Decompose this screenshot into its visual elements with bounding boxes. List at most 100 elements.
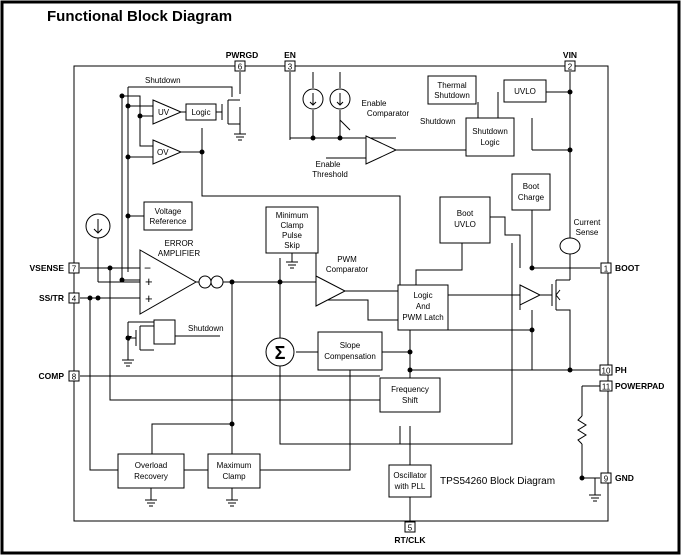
svg-text:Boot: Boot xyxy=(457,209,474,218)
svg-text:Shutdown: Shutdown xyxy=(188,324,224,333)
svg-text:ERROR: ERROR xyxy=(165,239,194,248)
diagram-title: Functional Block Diagram xyxy=(47,8,233,25)
svg-text:−: − xyxy=(144,261,151,275)
svg-text:+: + xyxy=(145,274,153,289)
svg-text:Minimum: Minimum xyxy=(276,211,309,220)
svg-text:Maximum: Maximum xyxy=(217,461,252,470)
pwm-comparator: PWM Comparator xyxy=(315,255,368,307)
current-source-en-1 xyxy=(302,88,324,110)
label-shutdown-mid: Shutdown xyxy=(420,117,456,126)
svg-text:4: 4 xyxy=(72,295,77,304)
pin-rtclk: 5 RT/CLK xyxy=(394,521,426,545)
svg-text:Current: Current xyxy=(574,218,601,227)
pin-powerpad: 11 POWERPAD xyxy=(599,380,664,392)
svg-text:UVLO: UVLO xyxy=(514,87,536,96)
ground-min-clamp xyxy=(286,253,298,269)
svg-text:VSENSE: VSENSE xyxy=(30,263,65,273)
pin-vin: VIN 2 xyxy=(563,50,577,72)
svg-text:7: 7 xyxy=(72,265,77,274)
boot-uvlo-block: Boot UVLO xyxy=(439,196,491,244)
voltage-reference-block: Voltage Reference xyxy=(143,201,193,231)
svg-text:Shutdown: Shutdown xyxy=(434,91,470,100)
ground-sstr xyxy=(122,359,134,367)
svg-text:Reference: Reference xyxy=(150,217,187,226)
svg-text:UV: UV xyxy=(158,108,170,117)
svg-text:+: + xyxy=(145,291,153,306)
svg-text:SS/TR: SS/TR xyxy=(39,293,64,303)
svg-text:Sense: Sense xyxy=(576,228,599,237)
enable-comparator: Enable Comparator xyxy=(362,99,410,165)
boot-charge-block: Boot Charge xyxy=(511,173,551,211)
svg-text:PWM: PWM xyxy=(337,255,357,264)
svg-text:UVLO: UVLO xyxy=(454,220,476,229)
label-enable-threshold-1: Enable xyxy=(316,160,341,169)
diagram-caption: TPS54260 Block Diagram xyxy=(440,476,555,487)
logic-pwm-latch-block: Logic And PWM Latch xyxy=(397,284,449,331)
svg-text:6: 6 xyxy=(238,63,243,72)
overload-recovery-block: Overload Recovery xyxy=(117,453,185,489)
label-enable-threshold-2: Threshold xyxy=(312,170,348,179)
label-shutdown-top: Shutdown xyxy=(145,76,181,85)
svg-text:RT/CLK: RT/CLK xyxy=(394,535,426,545)
svg-text:VIN: VIN xyxy=(563,50,577,60)
svg-text:Clamp: Clamp xyxy=(222,472,246,481)
pin-gnd: 9 GND xyxy=(600,472,634,484)
svg-text:POWERPAD: POWERPAD xyxy=(615,381,664,391)
svg-text:Recovery: Recovery xyxy=(134,472,168,481)
pin-ph: 10 PH xyxy=(599,364,627,376)
powerpad-resistor xyxy=(577,415,587,445)
high-side-mosfet xyxy=(551,280,561,310)
svg-text:Comparator: Comparator xyxy=(367,109,410,118)
svg-text:Shift: Shift xyxy=(402,396,419,405)
sstr-pulldown-transistor: Shutdown xyxy=(126,319,224,351)
svg-text:GND: GND xyxy=(615,473,634,483)
ov-comparator: OV xyxy=(152,139,183,165)
pin-vsense: VSENSE 7 xyxy=(30,262,80,274)
svg-text:EN: EN xyxy=(284,50,296,60)
pin-pwrgd: PWRGD 6 xyxy=(226,50,258,72)
ground-overload xyxy=(145,488,157,507)
svg-text:PWM Latch: PWM Latch xyxy=(402,313,443,322)
svg-text:Charge: Charge xyxy=(518,193,545,202)
logic-small-block: Logic xyxy=(185,103,217,121)
current-source-vsense xyxy=(85,213,111,239)
slope-compensation-block: Slope Compensation xyxy=(317,331,383,371)
shutdown-logic-block: Shutdown Logic xyxy=(465,117,515,157)
svg-text:COMP: COMP xyxy=(39,371,65,381)
ground-max-clamp xyxy=(226,499,238,507)
svg-text:Logic: Logic xyxy=(413,291,432,300)
svg-text:with PLL: with PLL xyxy=(394,482,426,491)
pwrgd-transistor xyxy=(221,99,246,141)
svg-text:Pulse: Pulse xyxy=(282,231,303,240)
svg-text:Logic: Logic xyxy=(191,108,210,117)
frequency-shift-block: Frequency Shift xyxy=(379,377,441,413)
svg-text:Slope: Slope xyxy=(340,341,361,350)
svg-text:AMPLIFIER: AMPLIFIER xyxy=(158,249,200,258)
gate-driver xyxy=(519,284,542,306)
junction-dots xyxy=(87,89,585,481)
maximum-clamp-block: Maximum Clamp xyxy=(207,453,261,489)
svg-text:Skip: Skip xyxy=(284,241,300,250)
svg-text:10: 10 xyxy=(602,367,611,376)
svg-text:PH: PH xyxy=(615,365,627,375)
svg-text:Oscillator: Oscillator xyxy=(393,471,427,480)
pin-comp: COMP 8 xyxy=(39,370,80,382)
svg-text:5: 5 xyxy=(408,524,413,533)
current-sense-element: Current Sense xyxy=(559,218,601,255)
thermal-shutdown-block: Thermal Shutdown xyxy=(427,75,477,105)
current-source-en-2 xyxy=(329,88,351,110)
summing-node: Σ xyxy=(265,337,295,367)
svg-text:1: 1 xyxy=(604,265,609,274)
svg-text:Shutdown: Shutdown xyxy=(472,127,508,136)
error-amplifier: ERROR AMPLIFIER + + − xyxy=(139,239,200,315)
svg-text:11: 11 xyxy=(602,383,611,392)
pin-sstr: SS/TR 4 xyxy=(39,292,80,304)
svg-text:BOOT: BOOT xyxy=(615,263,640,273)
svg-text:3: 3 xyxy=(288,63,293,72)
uvlo-block: UVLO xyxy=(503,79,547,103)
svg-text:Clamp: Clamp xyxy=(280,221,304,230)
svg-text:Compensation: Compensation xyxy=(324,352,376,361)
svg-text:Frequency: Frequency xyxy=(391,385,429,394)
svg-text:Overload: Overload xyxy=(135,461,167,470)
